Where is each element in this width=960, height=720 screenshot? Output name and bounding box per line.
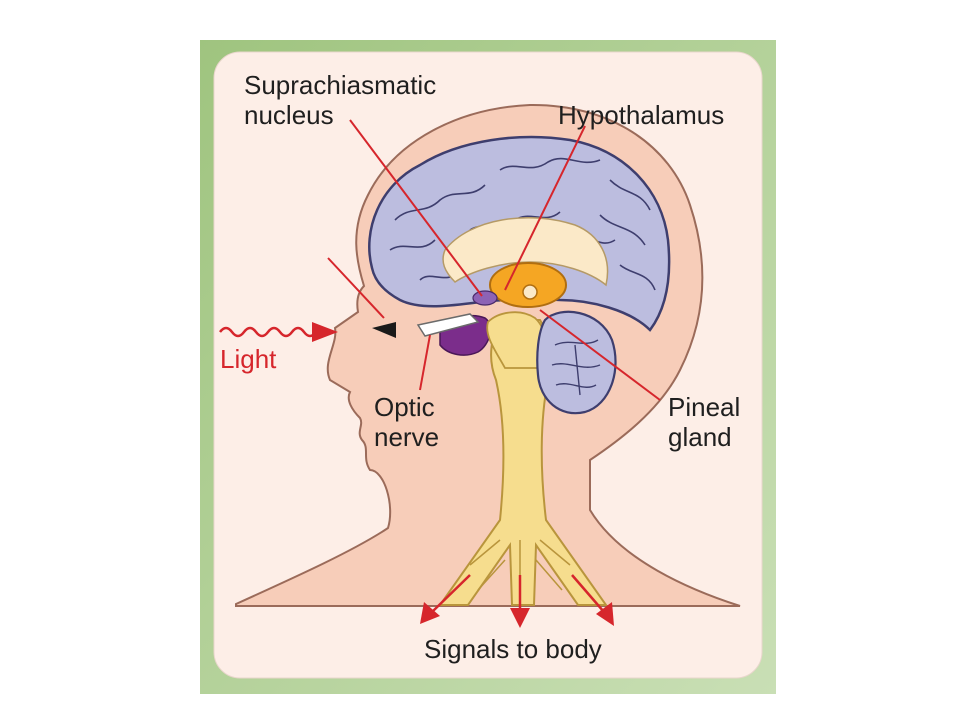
pointer-pineal	[539, 309, 661, 401]
label-optic-2: nerve	[374, 422, 439, 452]
label-suprachiasmatic-2: nucleus	[244, 100, 334, 130]
label-pineal-2: gland	[668, 422, 732, 452]
signal-arrow-right-icon	[596, 602, 614, 626]
signal-arrow-center-icon	[510, 608, 530, 628]
eye	[372, 322, 396, 338]
pointer-optic-nerve	[419, 334, 431, 391]
corpus-callosum	[442, 216, 609, 287]
label-pineal-1: Pineal	[668, 392, 740, 422]
label-suprachiasmatic-1: Suprachiasmatic	[244, 70, 436, 100]
label-hypothalamus: Hypothalamus	[558, 100, 724, 130]
nerve-branches	[469, 539, 571, 600]
pointer-light-to-eye	[327, 257, 385, 319]
signal-arrows	[420, 574, 614, 628]
optic-nerve	[416, 313, 480, 337]
label-optic-1: Optic	[374, 392, 435, 422]
scn-shape	[472, 290, 498, 306]
pointer-lines	[327, 119, 661, 401]
pointer-hypothalamus	[504, 125, 586, 291]
light-arrow-icon	[312, 322, 338, 342]
light-wave	[219, 326, 319, 338]
pointer-suprachiasmatic	[349, 119, 483, 297]
label-signals: Signals to body	[424, 634, 602, 664]
label-light: Light	[220, 344, 277, 374]
cerebellum-folds	[551, 339, 601, 396]
pineal-gland-shape	[522, 284, 538, 300]
signal-arrow-left-icon	[420, 602, 440, 624]
